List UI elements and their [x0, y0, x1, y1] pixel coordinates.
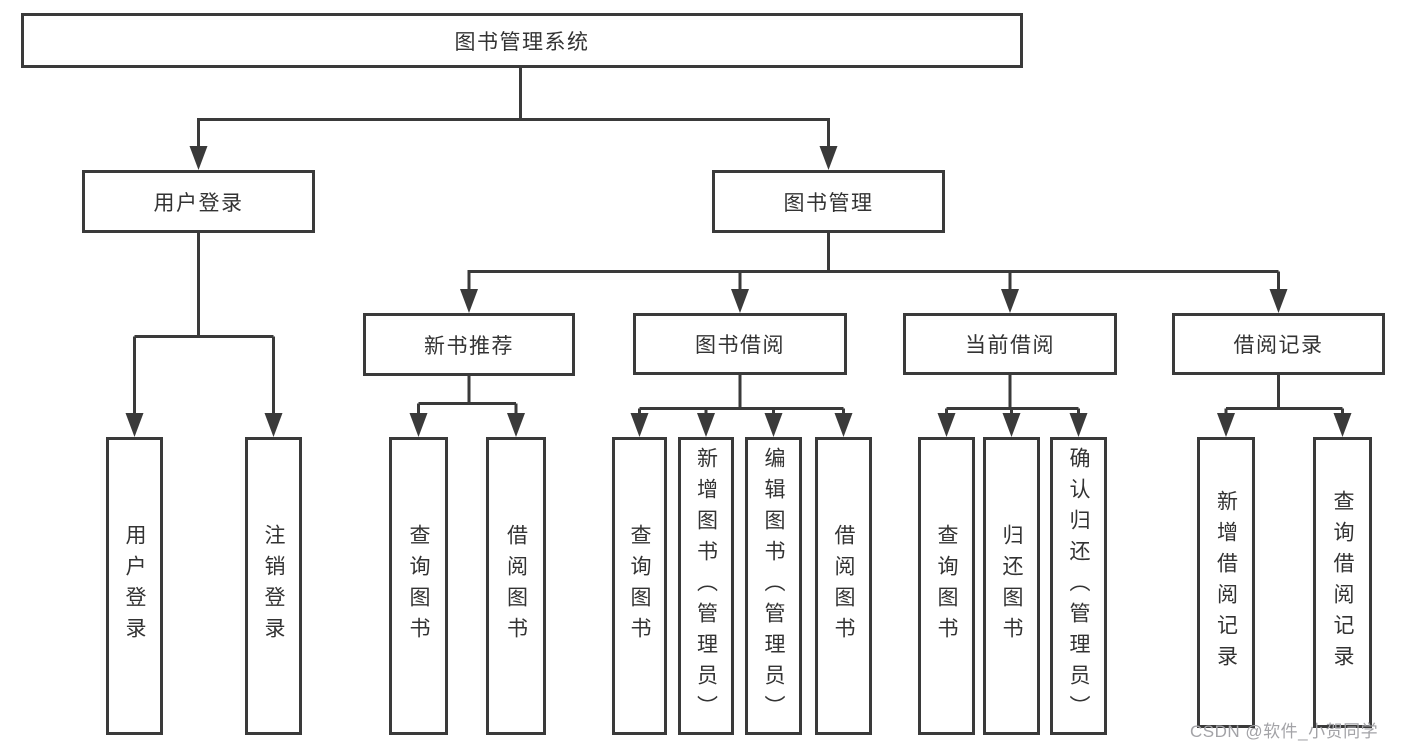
- leaf-add-books-admin: 新增图书（管理员）: [678, 437, 734, 735]
- leaf-label: 用户登录: [123, 524, 146, 648]
- leaf-user-login: 用户登录: [106, 437, 163, 735]
- node-user-login: 用户登录: [82, 170, 315, 233]
- arrowheads-book-management-children: [460, 289, 1288, 313]
- node-library-management-system: 图书管理系统: [21, 13, 1023, 68]
- leaf-borrow-books-borrow: 借阅图书: [815, 437, 872, 735]
- leaf-label: 查询图书: [407, 524, 430, 648]
- leaf-confirm-return-admin: 确认归还（管理员）: [1050, 437, 1107, 735]
- arrowheads-book-borrowing-children: [630, 413, 853, 437]
- node-label: 图书管理系统: [454, 30, 590, 54]
- connector-book-borrowing-children: [638, 375, 845, 415]
- node-label: 借阅记录: [1233, 334, 1324, 357]
- leaf-label: 新增图书（管理员）: [694, 446, 718, 726]
- leaf-label: 注销登录: [262, 524, 285, 648]
- leaf-query-books-recommend: 查询图书: [389, 437, 448, 735]
- arrowheads-new-book-children: [409, 413, 525, 437]
- leaf-query-books-current: 查询图书: [918, 437, 975, 735]
- connector-new-book-children: [417, 376, 518, 416]
- leaf-label: 查询借阅记录: [1331, 489, 1354, 676]
- leaf-label: 新增借阅记录: [1214, 489, 1238, 676]
- arrowheads-root-to-level2: [189, 146, 838, 170]
- arrowheads-current-borrowing-children: [937, 413, 1088, 437]
- node-label: 图书管理: [783, 191, 874, 215]
- node-borrowing-records: 借阅记录: [1172, 313, 1385, 375]
- leaf-label: 确认归还（管理员）: [1067, 446, 1090, 726]
- node-label: 图书借阅: [695, 334, 785, 357]
- watermark: CSDN @软件_小贺同学: [1190, 722, 1379, 741]
- leaf-return-books: 归还图书: [983, 437, 1040, 735]
- node-label: 用户登录: [153, 191, 244, 215]
- leaf-label: 借阅图书: [504, 524, 528, 648]
- leaf-add-borrow-record: 新增借阅记录: [1197, 437, 1255, 728]
- arrowheads-borrowing-records-children: [1217, 413, 1352, 437]
- leaf-edit-books-admin: 编辑图书（管理员）: [745, 437, 802, 735]
- node-book-borrowing: 图书借阅: [633, 313, 847, 375]
- node-label: 新书推荐: [424, 334, 514, 358]
- connector-borrowing-records-children: [1224, 375, 1344, 415]
- leaf-label: 借阅图书: [832, 524, 855, 648]
- connector-user-login-children: [133, 233, 275, 416]
- leaf-query-borrow-record: 查询借阅记录: [1313, 437, 1372, 728]
- arrowheads-user-login-children: [125, 413, 283, 437]
- node-label: 当前借阅: [965, 334, 1055, 357]
- connector-book-management-children: [467, 233, 1280, 292]
- leaf-borrow-books-recommend: 借阅图书: [486, 437, 546, 735]
- connector-current-borrowing-children: [945, 375, 1080, 415]
- leaf-label: 查询图书: [935, 524, 958, 648]
- node-new-book-recommendation: 新书推荐: [363, 313, 575, 376]
- node-current-borrowing: 当前借阅: [903, 313, 1117, 375]
- leaf-label: 归还图书: [1000, 524, 1023, 648]
- leaf-logout: 注销登录: [245, 437, 302, 735]
- leaf-label: 编辑图书（管理员）: [762, 446, 785, 726]
- node-book-management: 图书管理: [712, 170, 945, 233]
- leaf-query-books-borrow: 查询图书: [612, 437, 667, 735]
- leaf-label: 查询图书: [628, 524, 651, 648]
- connector-root-to-level2: [197, 68, 830, 150]
